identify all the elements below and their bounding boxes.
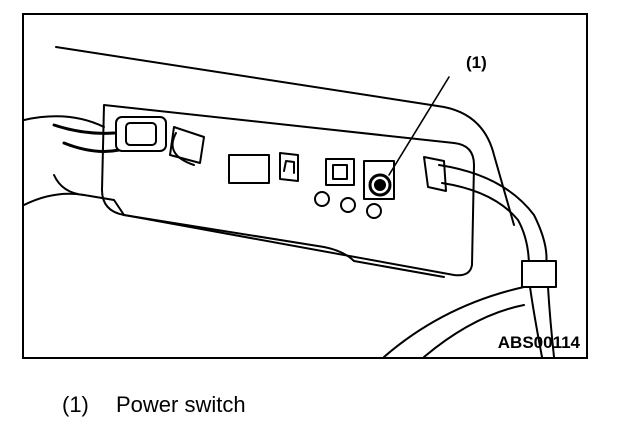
diagram-frame: (1) ABS00114 xyxy=(22,13,588,359)
legend-item: (1) Power switch xyxy=(62,392,246,418)
unit-illustration xyxy=(24,46,557,357)
callout-label-1: (1) xyxy=(466,53,487,72)
figure-code: ABS00114 xyxy=(497,333,580,352)
legend: (1) Power switch xyxy=(62,392,246,418)
legend-number: (1) xyxy=(62,392,89,417)
legend-text: Power switch xyxy=(116,392,246,417)
